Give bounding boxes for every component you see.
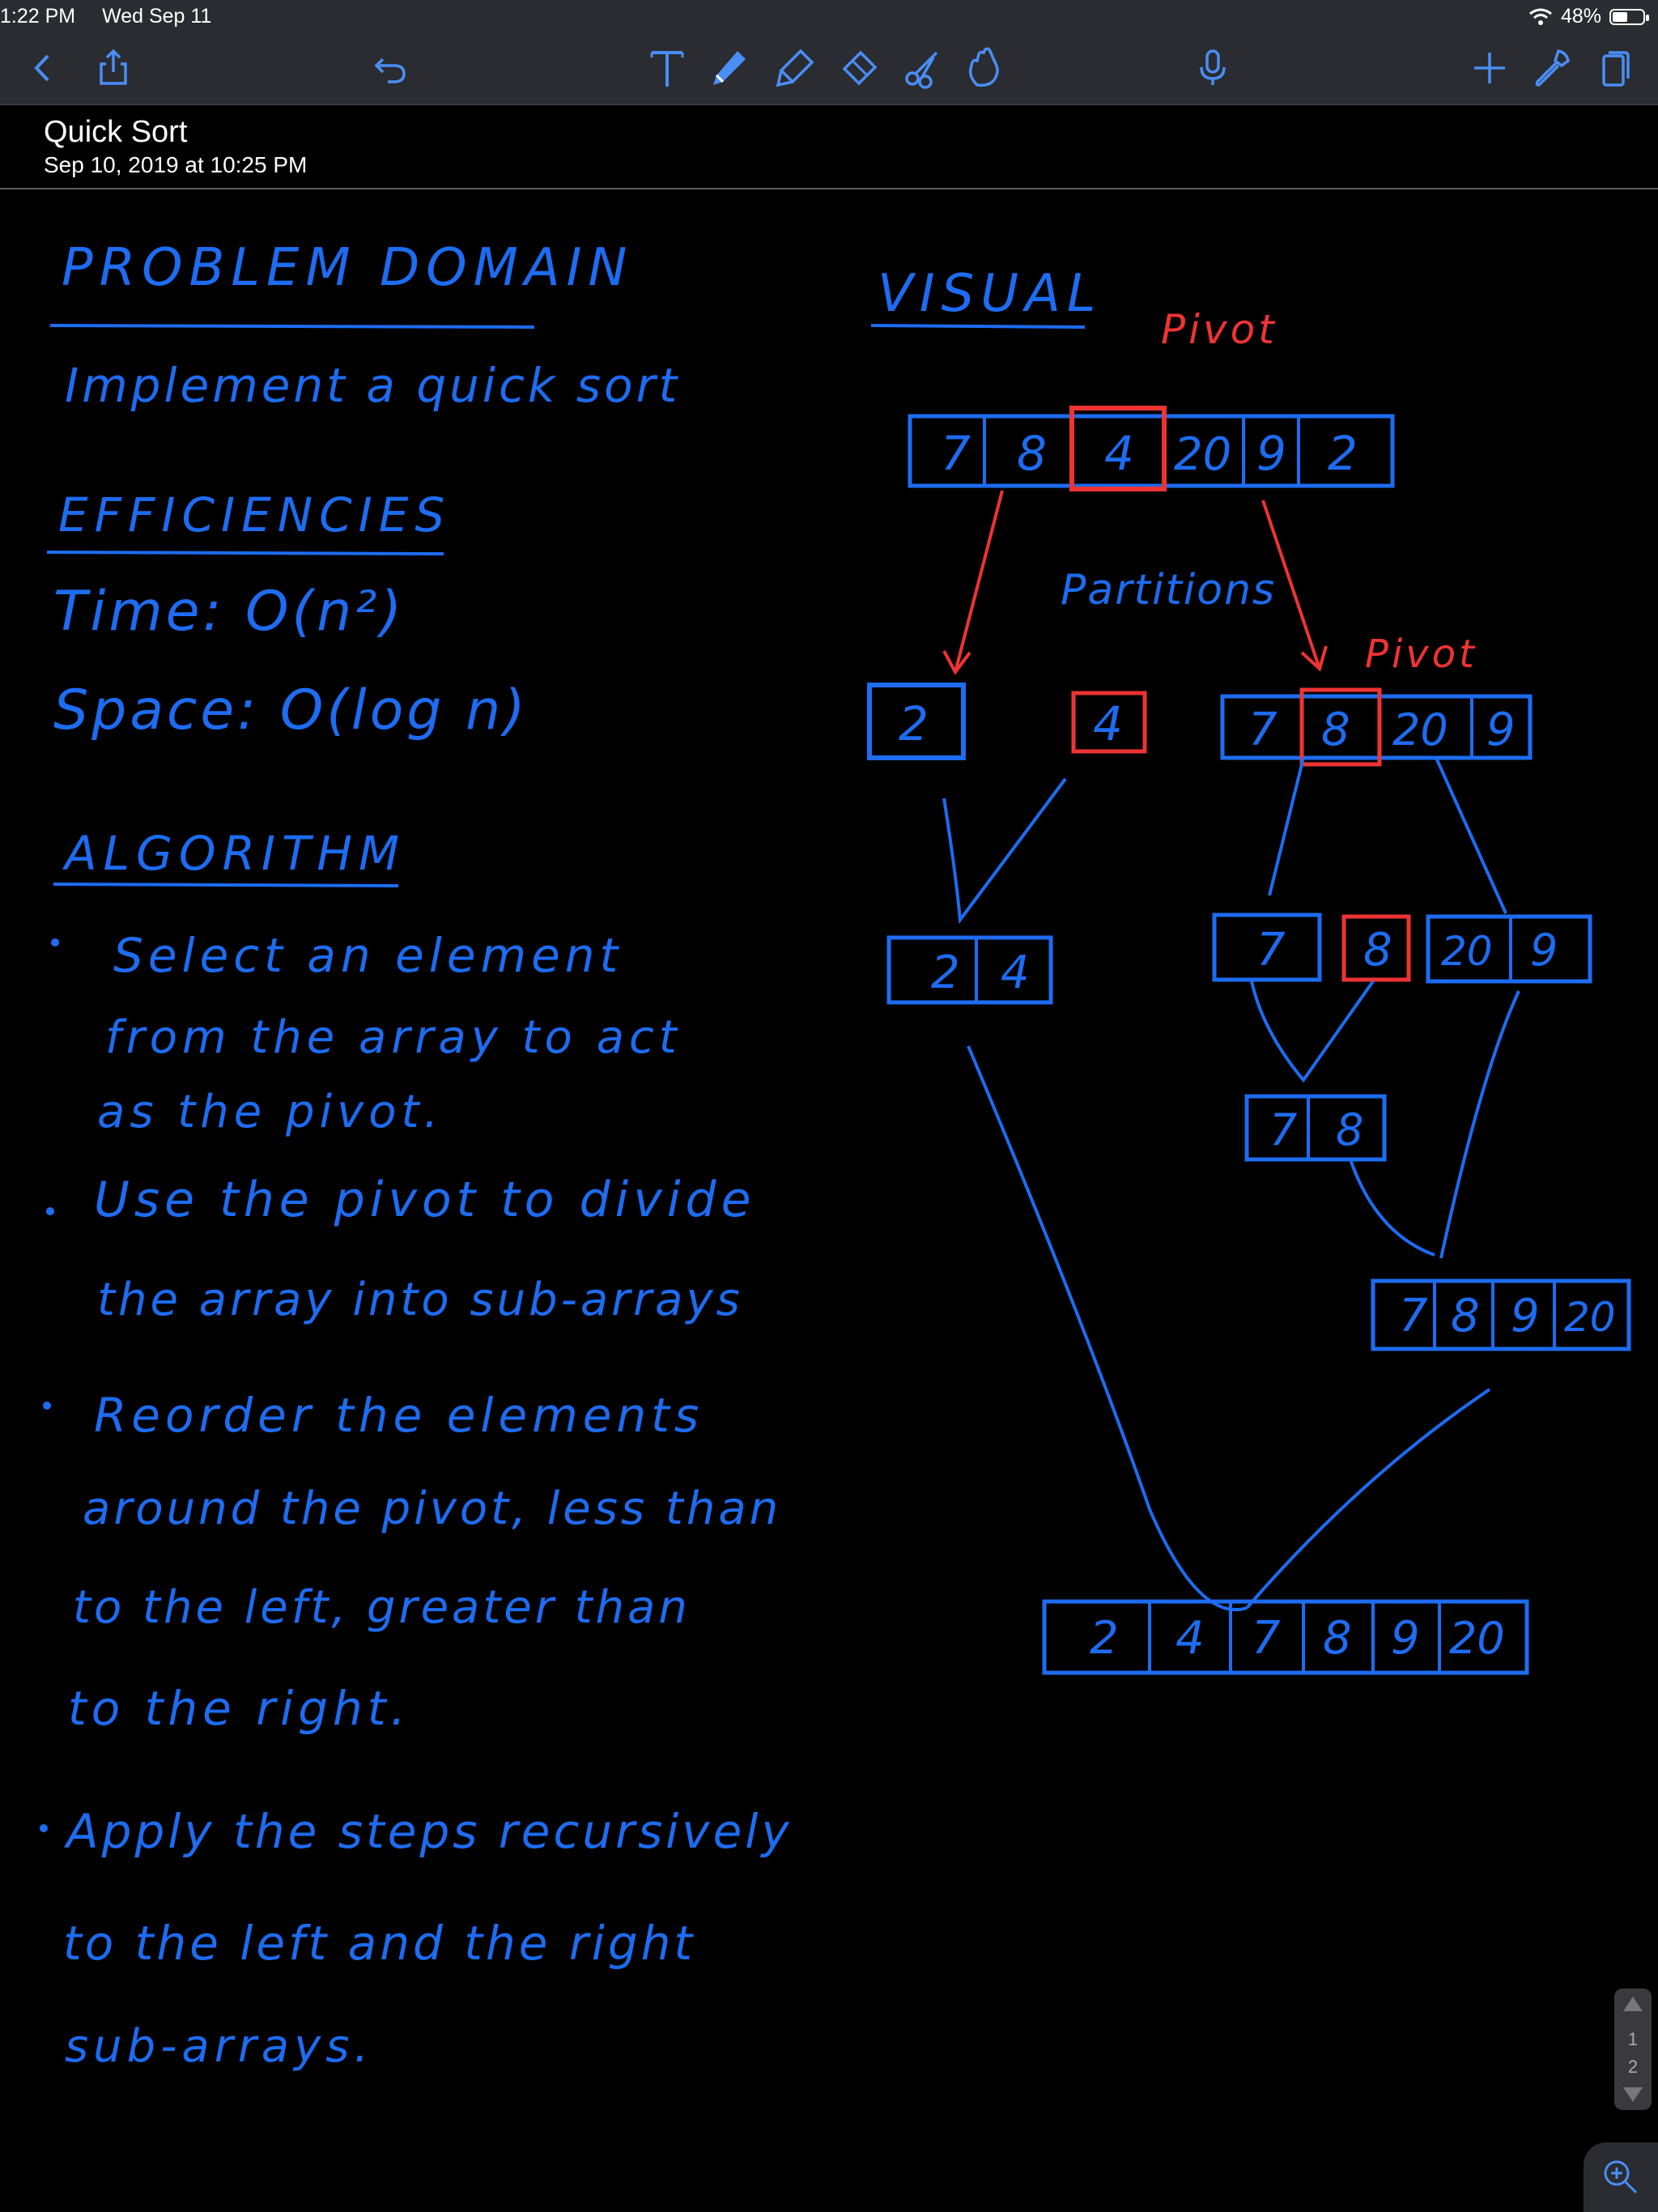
note-canvas[interactable]: PROBLEM DOMAIN Implement a quick sort EF…: [0, 189, 1658, 2212]
bullet-1-line-1: Select an element: [113, 928, 623, 983]
page-scroller[interactable]: 1 2: [1614, 1989, 1652, 2110]
zoom-button[interactable]: [1584, 2142, 1658, 2212]
right-array-cell: 7: [1248, 704, 1278, 756]
final-array-cell: 4: [1175, 1612, 1205, 1665]
current-page: 1: [1627, 2029, 1639, 2049]
sub-pivot-cell: 8: [1363, 924, 1392, 976]
problem-heading: PROBLEM DOMAIN: [62, 238, 633, 298]
note-header: Quick Sort Sep 10, 2019 at 10:25 PM: [0, 105, 1658, 189]
top-array-cell: 9: [1256, 426, 1286, 481]
merged-right-cell: 8: [1451, 1290, 1480, 1342]
bullet-3-line-1: Reorder the elements: [94, 1388, 704, 1443]
pivot-single-cell: 4: [1093, 696, 1123, 751]
bullet-1-line-2: from the array to act: [105, 1011, 682, 1064]
bullet-1-line-3: as the pivot.: [97, 1086, 443, 1138]
note-title[interactable]: Quick Sort: [44, 115, 188, 149]
right-array-cell: 20: [1392, 704, 1448, 755]
efficiencies-heading: EFFICIENCIES: [58, 487, 451, 542]
wifi-icon: [1529, 8, 1552, 25]
pivot-label: Pivot: [1161, 306, 1278, 353]
highlighter-icon[interactable]: [771, 44, 819, 92]
merged-mid-cell: 8: [1336, 1104, 1363, 1155]
status-date: Wed Sep 11: [102, 5, 212, 28]
bullet-2-line-1: Use the pivot to divide: [94, 1172, 756, 1228]
algorithm-heading: ALGORITHM: [62, 826, 406, 881]
page-down-icon[interactable]: [1623, 2087, 1643, 2102]
bullet-3-line-2: around the pivot, less than: [83, 1482, 781, 1535]
handwriting-canvas: PROBLEM DOMAIN Implement a quick sort EF…: [40, 238, 1631, 2073]
wrench-icon[interactable]: [1527, 44, 1575, 92]
right-array: 7 8 20 9: [1220, 687, 1533, 767]
final-array-cell: 9: [1391, 1612, 1420, 1665]
add-icon[interactable]: [1465, 44, 1514, 92]
top-array: 7 8 4 20 9 2: [908, 406, 1395, 491]
hand-icon[interactable]: [960, 44, 1009, 92]
sub-left-cell: 7: [1256, 924, 1286, 976]
right-array-cell: 9: [1486, 704, 1516, 756]
note-date: Sep 10, 2019 at 10:25 PM: [44, 152, 308, 177]
bullet-4-line-3: sub-arrays.: [65, 2020, 373, 2073]
microphone-icon[interactable]: [1188, 44, 1237, 92]
pivot-label-2: Pivot: [1365, 632, 1477, 677]
merged-mid-array: 7 8: [1244, 1094, 1387, 1162]
top-array-cell: 8: [1017, 426, 1047, 481]
top-array-cell: 2: [1328, 426, 1358, 481]
partitions-label: Partitions: [1061, 566, 1276, 615]
top-array-cell: 20: [1174, 428, 1231, 481]
eraser-icon[interactable]: [834, 44, 882, 92]
merged-left-cell: 4: [1001, 946, 1030, 999]
top-array-cell: 4: [1104, 426, 1134, 481]
left-single-cell: 2: [899, 696, 929, 751]
share-icon[interactable]: [89, 44, 138, 92]
bullet-4-line-2: to the left and the right: [63, 1916, 695, 1971]
lasso-icon[interactable]: [899, 44, 947, 92]
merged-left-array: 2 4: [886, 935, 1053, 1005]
right-array-cell: 8: [1321, 704, 1350, 756]
sub-right-array: 20 9: [1426, 914, 1592, 984]
zoom-in-icon: [1604, 2160, 1638, 2194]
back-icon[interactable]: [18, 44, 66, 92]
time-complexity: Time: O(n²): [53, 580, 405, 644]
sub-right-cell: 9: [1530, 925, 1558, 976]
bullet-3-line-4: to the right.: [68, 1681, 410, 1736]
space-complexity: Space: O(log n): [53, 678, 529, 742]
status-bar: 1:22 PM Wed Sep 11 48%: [0, 0, 1658, 32]
battery-percent: 48%: [1560, 5, 1601, 28]
merged-mid-cell: 7: [1269, 1104, 1297, 1155]
text-tool-icon[interactable]: [643, 44, 691, 92]
top-array-cell: 7: [941, 426, 971, 481]
final-sorted-array: 2 4 7 8 9 20: [1042, 1599, 1529, 1675]
final-array-cell: 8: [1323, 1612, 1352, 1665]
bullet-4-line-1: Apply the steps recursively: [63, 1804, 793, 1859]
sub-right-cell: 20: [1441, 928, 1493, 975]
undo-icon[interactable]: [366, 44, 414, 92]
merged-right-array: 7 8 9 20: [1371, 1278, 1631, 1351]
final-array-cell: 20: [1449, 1613, 1505, 1664]
pen-icon[interactable]: [704, 44, 753, 92]
final-array-cell: 2: [1090, 1612, 1119, 1665]
battery-icon: [1609, 8, 1649, 25]
merged-right-cell: 7: [1399, 1290, 1428, 1342]
problem-text: Implement a quick sort: [65, 358, 680, 413]
final-array-cell: 7: [1252, 1612, 1281, 1665]
toolbar: [0, 32, 1658, 105]
bullet-2-line-2: the array into sub-arrays: [97, 1274, 743, 1326]
merged-left-cell: 2: [931, 946, 960, 999]
merged-right-cell: 20: [1564, 1294, 1616, 1341]
merged-right-cell: 9: [1511, 1290, 1540, 1342]
total-pages: 2: [1627, 2057, 1639, 2077]
bullet-3-line-3: to the left, greater than: [73, 1581, 691, 1634]
page-up-icon[interactable]: [1623, 1997, 1643, 2011]
pages-icon[interactable]: [1590, 44, 1639, 92]
status-time: 1:22 PM: [0, 5, 76, 28]
visual-heading: VISUAL: [878, 264, 1103, 324]
